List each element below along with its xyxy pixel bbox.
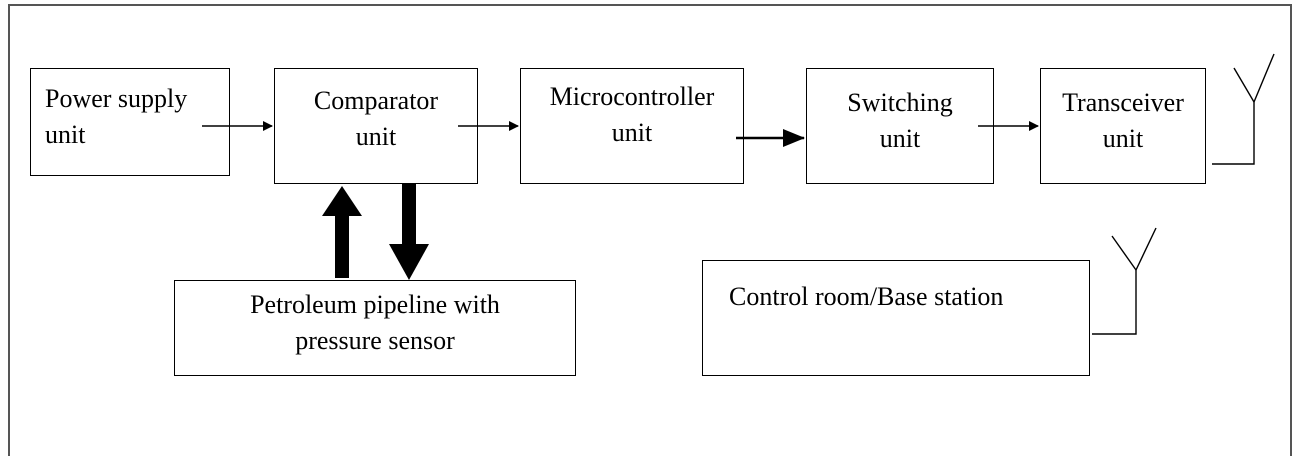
switching-line1: Switching: [847, 88, 953, 117]
power-supply-line2: unit: [45, 120, 86, 149]
base-station-antenna-icon: [1092, 227, 1157, 335]
comparator-line1: Comparator: [313, 86, 439, 115]
switching-line2: unit: [879, 124, 921, 153]
comparator-line2: unit: [355, 122, 397, 151]
comparator-unit-block: Comparator unit: [274, 68, 478, 184]
control-room-label: Control room/Base station: [729, 282, 1004, 311]
pipeline-sensor-block: Petroleum pipeline with pressure sensor: [174, 280, 576, 376]
power-supply-line1: Power supply: [45, 84, 188, 113]
arrow-pipeline-to-comparator: [322, 186, 362, 278]
pipeline-line2: pressure sensor: [295, 326, 455, 355]
power-supply-unit-block: Power supply unit: [30, 68, 230, 176]
control-room-block: Control room/Base station: [702, 260, 1090, 376]
pipeline-line1: Petroleum pipeline with: [250, 290, 500, 319]
transceiver-unit-block: Transceiver unit: [1040, 68, 1206, 184]
diagram-frame: [8, 4, 1292, 456]
microcontroller-line2: unit: [611, 118, 653, 147]
transceiver-line1: Transceiver: [1062, 88, 1184, 117]
microcontroller-unit-block: Microcontroller unit: [520, 68, 744, 184]
switching-unit-block: Switching unit: [806, 68, 994, 184]
arrow-comparator-to-pipeline: [389, 184, 429, 280]
microcontroller-line1: Microcontroller: [549, 82, 715, 111]
transceiver-line2: unit: [1102, 124, 1144, 153]
transceiver-antenna-icon: [1212, 53, 1275, 165]
